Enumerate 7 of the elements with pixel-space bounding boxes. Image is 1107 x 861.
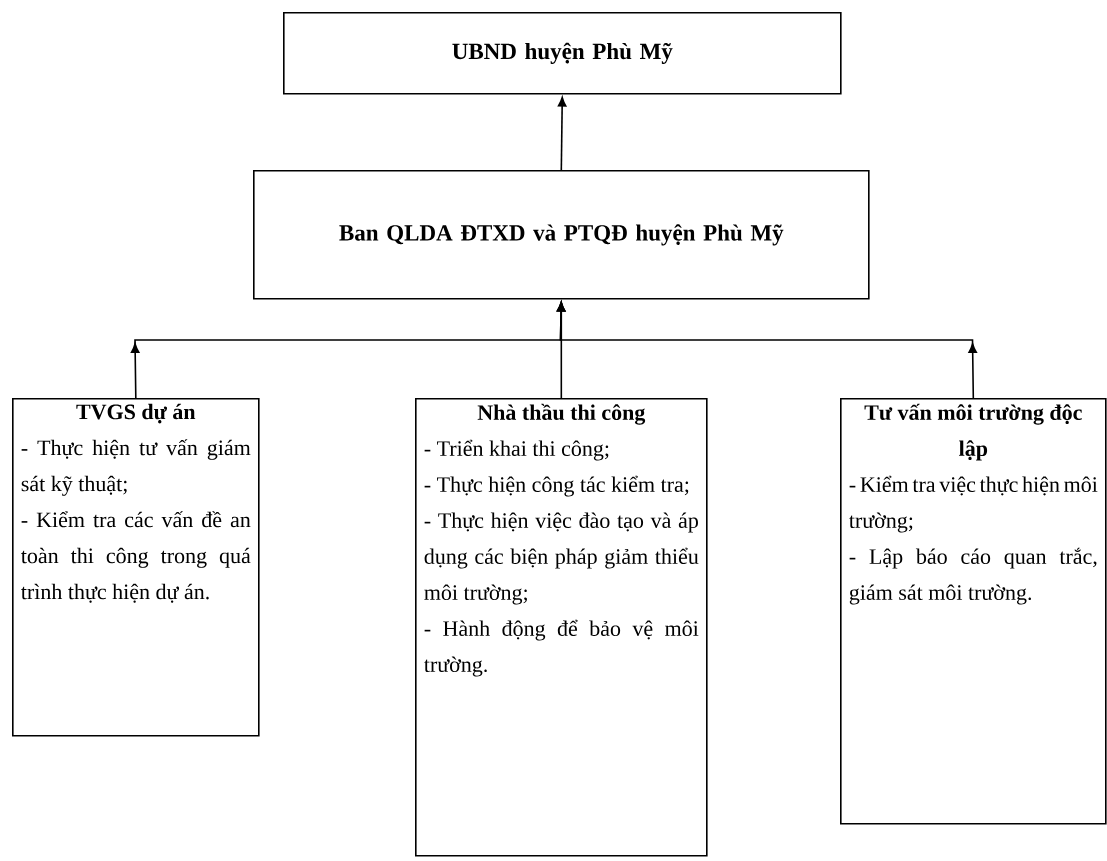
arrow	[557, 96, 567, 171]
org-box: Ban QLDA ĐTXD và PTQĐ huyện Phù Mỹ	[253, 170, 870, 300]
text-box: Tư vấn môi trường độc lập - Kiểm tra việc thực hiện môi trường; - Lập báo cáo quan trắc, giám sát môi trường.	[840, 398, 1107, 825]
text-box: TVGS dự án - Thực hiện tư vấn giám sát kỹ thuật; - Kiểm tra các vấn đề an toàn thi công trong quá trình thực hiện dự án.	[12, 398, 260, 737]
org-box: UBND huyện Phù Mỹ	[283, 12, 842, 95]
text-box: Nhà thầu thi công - Triển khai thi công; - Thực hiện công tác kiểm tra; - Thực hiện việc đào tạo và áp dụng các biện pháp giảm thiểu môi trường; - Hành động để bảo vệ môi trường.	[415, 398, 708, 857]
arrow	[556, 301, 977, 399]
